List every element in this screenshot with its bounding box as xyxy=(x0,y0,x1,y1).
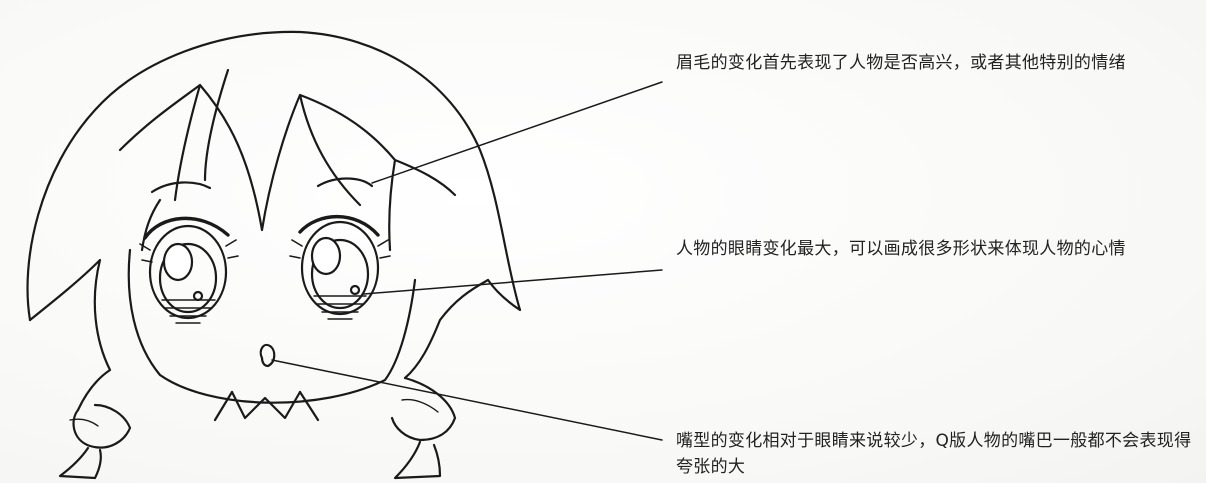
braid-right xyxy=(390,376,457,480)
eyebrow-left xyxy=(150,181,212,194)
annotation-eyes: 人物的眼睛变化最大，可以画成很多形状来体现人物的心情 xyxy=(676,239,1126,259)
hair-right-side xyxy=(403,278,490,380)
hair-outline xyxy=(26,30,522,322)
mouth xyxy=(259,343,276,368)
annotation-eyebrow: 眉毛的变化首先表现了人物是否高兴，或者其他特别的情绪 xyxy=(676,53,1126,73)
braid-left xyxy=(58,403,132,480)
eye-right xyxy=(289,214,391,320)
leader-line-eyebrow xyxy=(371,81,663,184)
face-outline xyxy=(127,248,417,404)
hair-left-side xyxy=(28,258,112,412)
eyebrow-right xyxy=(316,177,374,188)
annotation-mouth: 嘴型的变化相对于眼睛来说较少，Q版人物的嘴巴一般都不会表现得夸张的大 xyxy=(676,431,1192,477)
collar xyxy=(230,390,302,420)
bangs xyxy=(118,68,457,252)
eye-left xyxy=(139,216,239,324)
leader-line-eyes xyxy=(363,269,663,295)
collar-lines xyxy=(213,390,320,422)
leader-line-mouth xyxy=(271,359,663,441)
